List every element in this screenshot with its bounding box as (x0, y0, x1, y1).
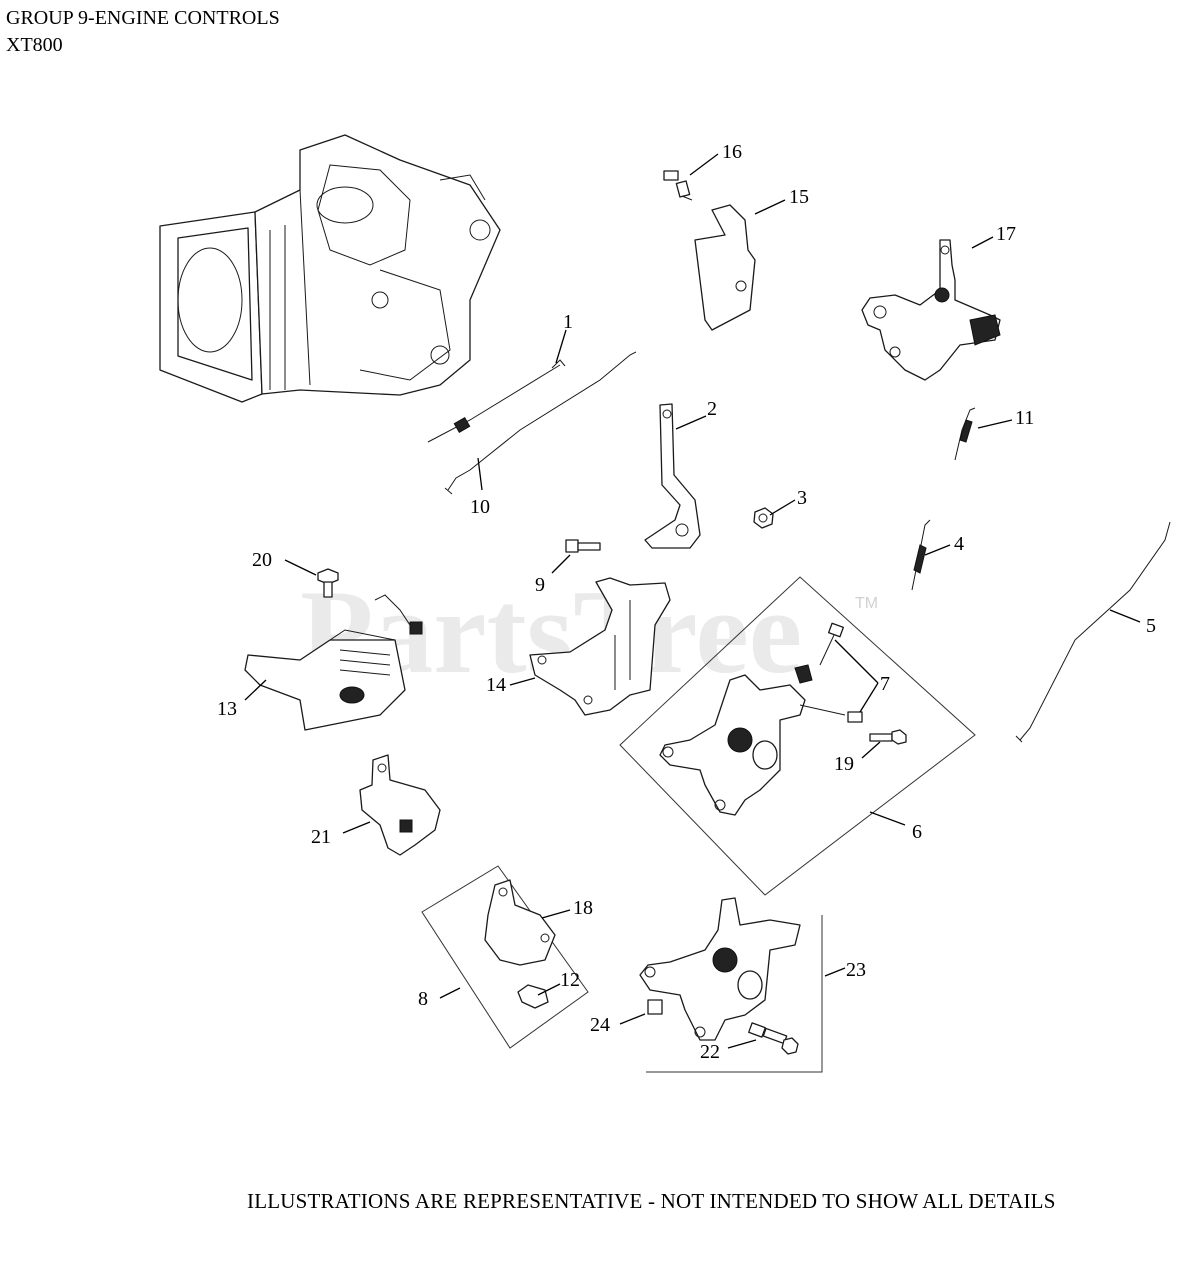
callout-5: 5 (1146, 615, 1156, 637)
callout-16: 16 (722, 141, 742, 163)
callout-11: 11 (1015, 407, 1034, 429)
callout-2: 2 (707, 398, 717, 420)
callout-14: 14 (486, 674, 506, 696)
disclaimer-note: ILLUSTRATIONS ARE REPRESENTATIVE - NOT I… (247, 1189, 1056, 1213)
spring-drawing (911, 407, 976, 591)
kit-8-outline (421, 865, 589, 1049)
callout-4: 4 (954, 533, 964, 555)
callout-3: 3 (797, 487, 807, 509)
callout-12: 12 (560, 969, 580, 991)
callout-7: 7 (880, 673, 890, 695)
throttle-lever-drawing (644, 403, 701, 549)
bolt-19-drawing (869, 729, 907, 745)
pin-drawing (565, 539, 601, 553)
choke-rod-drawing (1015, 521, 1171, 743)
governor-spring-rod-drawing (427, 351, 637, 495)
kit-6-outline (619, 576, 976, 896)
callout-20: 20 (252, 549, 272, 571)
bracket-14-drawing (529, 577, 671, 716)
callout-21: 21 (311, 826, 331, 848)
control-bracket-13-drawing (244, 594, 423, 731)
callout-6: 6 (912, 821, 922, 843)
screw-7-drawing (794, 622, 863, 723)
leader-lines (244, 153, 1141, 1049)
bolt-20-drawing (317, 568, 339, 598)
page-title: GROUP 9-ENGINE CONTROLS (6, 7, 280, 29)
engine-block-drawing (159, 134, 501, 403)
clip-12-drawing (517, 984, 549, 1009)
stud-16-drawing (663, 170, 693, 201)
callout-23: 23 (846, 959, 866, 981)
callout-18: 18 (573, 897, 593, 919)
callout-13: 13 (217, 698, 237, 720)
callout-19: 19 (834, 753, 854, 775)
callout-24: 24 (590, 1014, 610, 1036)
callout-22: 22 (700, 1041, 720, 1063)
kit-23-outline (646, 915, 823, 1073)
control-lever-17-drawing (861, 239, 1001, 381)
control-assembly-6-drawing (659, 674, 846, 816)
watermark-trademark: TM (855, 595, 878, 612)
bolt-22-drawing (748, 1022, 799, 1055)
callout-17: 17 (996, 223, 1016, 245)
callout-9: 9 (535, 574, 545, 596)
control-assembly-23-drawing (639, 897, 801, 1041)
nut-24-drawing (647, 999, 663, 1015)
model-label: XT800 (6, 34, 63, 56)
callout-10: 10 (470, 496, 490, 518)
bracket-18-drawing (484, 879, 556, 966)
callout-15: 15 (789, 186, 809, 208)
nut-drawing (753, 507, 774, 529)
callout-8: 8 (418, 988, 428, 1010)
bracket-21-drawing (359, 754, 441, 856)
plate-15-drawing (694, 204, 756, 331)
callout-1: 1 (563, 311, 573, 333)
